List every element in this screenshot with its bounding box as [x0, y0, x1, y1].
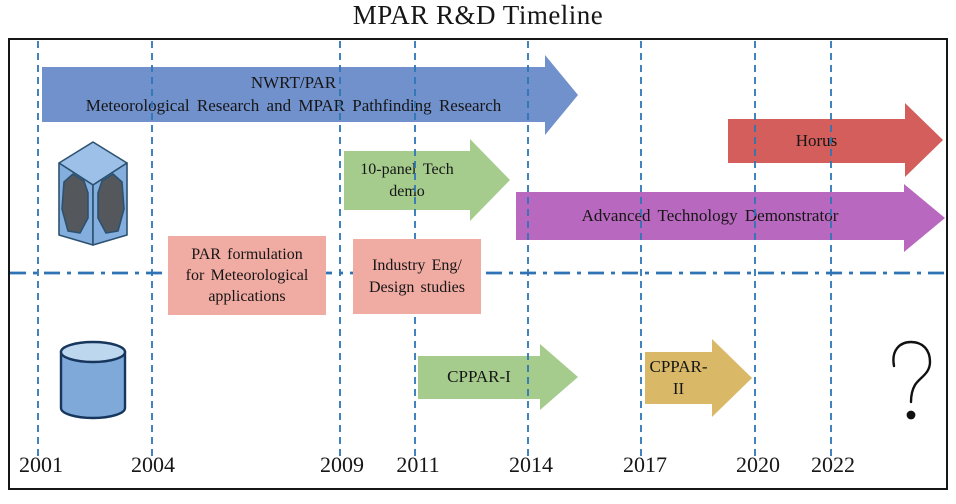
figure-title: MPAR R&D Timeline — [352, 0, 604, 30]
chart-frame — [8, 38, 948, 490]
